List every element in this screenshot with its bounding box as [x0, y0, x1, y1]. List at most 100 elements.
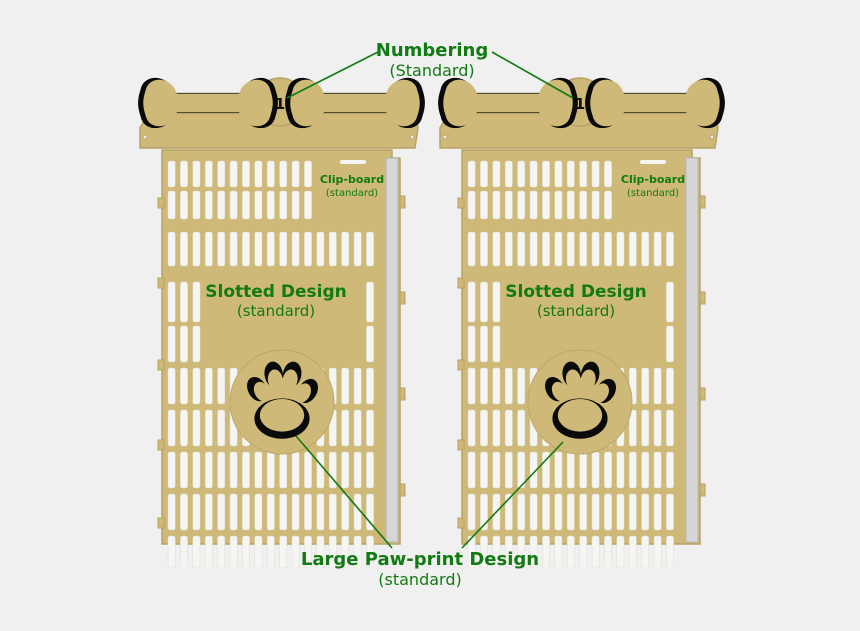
gate-1-slot	[366, 325, 374, 363]
gate-1-slot	[229, 493, 238, 531]
numbering-callout: Numbering (Standard)	[376, 40, 488, 80]
gate-1-slot	[204, 367, 213, 405]
gate-1-slot	[328, 535, 337, 569]
gate-2-clipboard-slot	[640, 160, 666, 164]
gate-2-slot	[467, 281, 476, 323]
gate-2-slot	[641, 231, 650, 267]
gate-2-slot	[666, 451, 674, 489]
gate-2-slot	[554, 231, 563, 267]
gate-1-slot	[217, 231, 226, 267]
gate-2-slot	[467, 409, 476, 447]
gate-2-slotted-title: Slotted Design	[505, 282, 647, 302]
gate-2-slot	[566, 190, 575, 220]
gate-2-slot	[467, 367, 476, 405]
gate-2-clip-bar	[685, 157, 699, 543]
gate-2-slot	[616, 493, 625, 531]
gate-1-slot	[204, 160, 213, 188]
gate-1-slot	[304, 190, 312, 220]
gate-2-slot	[591, 190, 600, 220]
numbering-leader-right	[491, 51, 574, 99]
gate-1-slot	[242, 493, 250, 531]
gate-1-slot	[254, 535, 263, 569]
gate-1-slot	[341, 535, 350, 569]
gate-2-slot	[579, 493, 588, 531]
gate-1-clipboard-subtitle: (standard)	[325, 188, 379, 199]
gate-1-clipboard-label: Clip-board (standard)	[320, 173, 384, 200]
gate-1-slot	[217, 409, 226, 447]
gate-2-slot	[492, 160, 501, 188]
gate-1-slot	[167, 231, 176, 267]
gate-1-slot	[167, 281, 176, 323]
gate-1-topper-hole-2	[409, 134, 415, 140]
gate-2-slot	[579, 231, 588, 267]
gate-2-slot	[529, 160, 538, 188]
gate-1-slot	[328, 493, 337, 531]
pawprint-leader-left	[295, 435, 393, 549]
gate-1-slot	[291, 190, 300, 220]
gate-2-slot	[492, 325, 501, 363]
gate-2-slot	[653, 409, 662, 447]
gate-2-slot	[666, 493, 674, 531]
gate-2-slot	[653, 451, 662, 489]
gate-1-slotted-subtitle: (standard)	[236, 302, 316, 320]
gate-1-slot	[316, 535, 325, 569]
gate-2-slot	[566, 451, 575, 489]
gate-1-slot	[291, 231, 300, 267]
gate-1-slot	[353, 451, 362, 489]
gate-2-slot	[480, 535, 488, 569]
gate-1-slot	[266, 160, 275, 188]
gate-2-slot	[616, 535, 625, 569]
gate-2-side-tab-2	[699, 291, 706, 305]
gate-1-slot	[242, 535, 250, 569]
gate-2-slot	[591, 535, 600, 569]
gate-1-slot	[304, 535, 312, 569]
gate-2-slot	[467, 325, 476, 363]
gate-2-clipboard-title: Clip-board	[620, 173, 686, 186]
gate-1-side-tab-2	[399, 291, 406, 305]
gate-1: 1	[138, 77, 425, 569]
gate-2-slot	[628, 409, 637, 447]
gate-1-side-tab-3	[399, 387, 406, 401]
gate-1-slot	[180, 160, 188, 188]
gate-1-topper-hole-1	[142, 134, 148, 140]
gate-1-slot	[180, 190, 188, 220]
gate-2-slot	[529, 231, 538, 267]
gate-1-slot	[192, 367, 201, 405]
gate-2-edge-notch-4	[457, 439, 465, 451]
gate-1-slot	[353, 535, 362, 569]
gate-2-slot	[504, 535, 513, 569]
gate-1-slot	[328, 451, 337, 489]
numbering-callout-subtitle: (Standard)	[389, 61, 475, 80]
gate-2-slot	[504, 190, 513, 220]
gate-2-slot	[480, 190, 488, 220]
numbering-callout-title: Numbering	[375, 40, 489, 61]
gate-1-slot	[167, 409, 176, 447]
gate-2-slot	[480, 160, 488, 188]
gate-1-slot	[266, 535, 275, 569]
gate-1-slot	[353, 231, 362, 267]
gate-1-slot	[366, 367, 374, 405]
gate-1-slot	[192, 493, 201, 531]
gate-1-slot	[167, 535, 176, 569]
gate-1-slot	[204, 190, 213, 220]
gate-2-slot	[517, 409, 526, 447]
gate-1-clipboard-title: Clip-board	[319, 173, 385, 186]
gate-2-clipboard-label: Clip-board (standard)	[621, 173, 685, 200]
gate-1-slot	[192, 160, 201, 188]
gate-1-slot	[180, 451, 188, 489]
gate-1-slot	[279, 190, 288, 220]
gate-1-slot	[192, 535, 201, 569]
gate-1-slot	[279, 451, 288, 489]
gate-2-slot	[467, 231, 476, 267]
gate-2-topper-hole-1	[442, 134, 448, 140]
gate-2-slot	[504, 493, 513, 531]
gate-1-slot	[279, 231, 288, 267]
gate-1-side-tab-1	[399, 195, 406, 209]
gate-1-slot	[192, 409, 201, 447]
gate-1-slot	[217, 367, 226, 405]
gate-1-slot	[353, 409, 362, 447]
gate-2-slot	[616, 451, 625, 489]
gate-1-slot	[279, 160, 288, 188]
gate-1-slot	[279, 535, 288, 569]
gate-2-slot	[591, 493, 600, 531]
